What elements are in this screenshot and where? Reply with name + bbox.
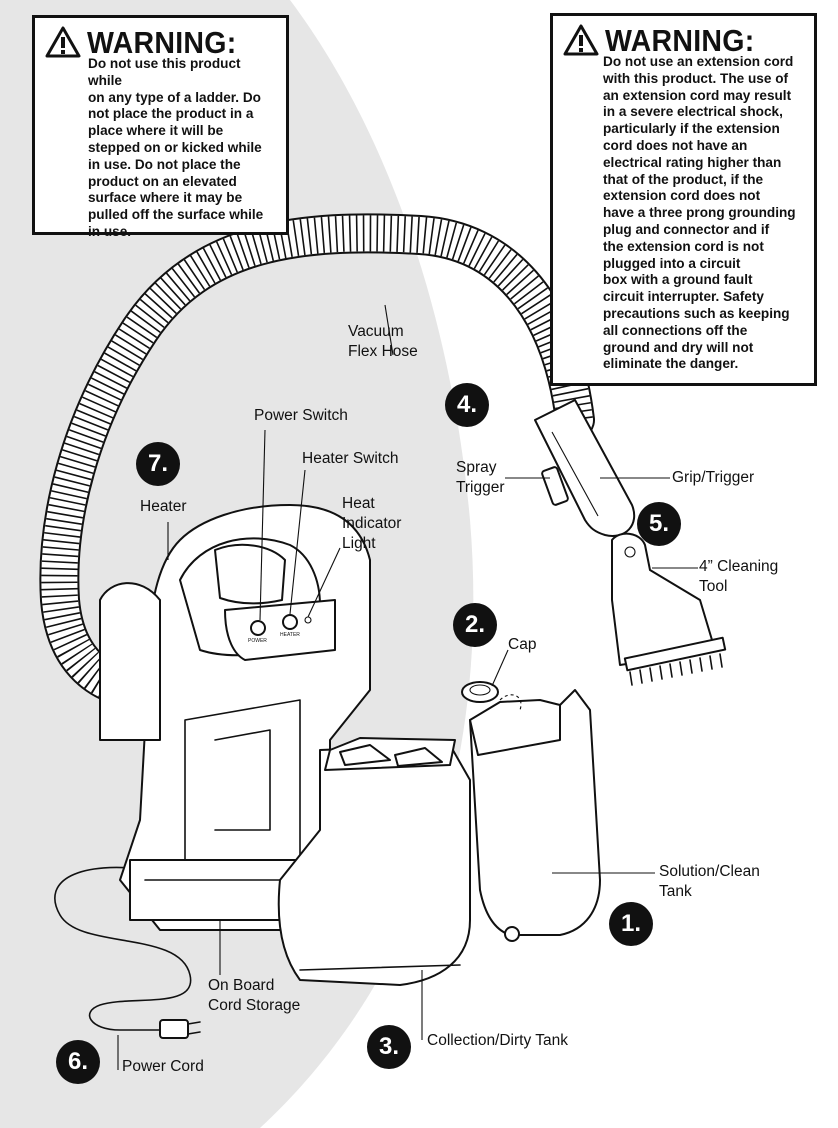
solution-clean-tank xyxy=(461,681,601,942)
vacuum-flex-hose xyxy=(39,213,595,710)
label-solution-clean-tank: Solution/Clean Tank xyxy=(659,863,760,900)
warning-triangle-icon xyxy=(563,24,599,56)
warning-box-ladder: WARNING: Do not use this product while o… xyxy=(32,15,289,239)
warning-triangle-icon xyxy=(45,26,81,58)
label-grip-trigger: Grip/Trigger xyxy=(672,469,755,486)
callout-number-4: 4. xyxy=(445,383,489,427)
label-collection-dirty-tank: Collection/Dirty Tank xyxy=(427,1032,568,1049)
panel-heater-text: HEATER xyxy=(280,632,300,638)
label-heater-switch: Heater Switch xyxy=(302,450,399,467)
label-vacuum-flex-hose: Vacuum Flex Hose xyxy=(348,323,418,360)
leader-lines xyxy=(117,304,698,1070)
callout-number-7: 7. xyxy=(136,442,180,486)
warning-text: Do not use an extension cord with this p… xyxy=(603,54,796,372)
label-heat-indicator-light: Heat Indicator Light xyxy=(342,495,402,552)
callout-number-1: 1. xyxy=(609,902,653,946)
warning-box-extension-cord: WARNING: Do not use an extension cord wi… xyxy=(550,13,817,386)
label-power-cord: Power Cord xyxy=(122,1058,204,1075)
callout-number-2: 2. xyxy=(453,603,497,647)
warning-title: WARNING: xyxy=(605,22,755,58)
panel-power-text: POWER xyxy=(248,638,267,644)
cleaning-tool xyxy=(611,532,727,686)
power-cord xyxy=(54,866,201,1039)
callout-number-5: 5. xyxy=(637,502,681,546)
callout-number-6: 6. xyxy=(56,1040,100,1084)
collection-dirty-tank xyxy=(277,737,471,986)
label-cap: Cap xyxy=(508,636,537,653)
warning-header: WARNING: xyxy=(45,26,278,58)
main-unit xyxy=(99,504,371,931)
warning-title: WARNING: xyxy=(87,24,237,60)
label-cleaning-tool: 4” Cleaning Tool xyxy=(699,558,779,595)
grip-trigger xyxy=(534,399,635,537)
label-power-switch: Power Switch xyxy=(254,407,348,424)
label-on-board-cord-storage: On Board Cord Storage xyxy=(208,977,301,1014)
warning-text: Do not use this product while on any typ… xyxy=(88,56,264,239)
label-heater: Heater xyxy=(140,498,187,515)
label-spray-trigger: Spray Trigger xyxy=(456,459,505,496)
callout-number-3: 3. xyxy=(367,1025,411,1069)
warning-header: WARNING: xyxy=(563,24,806,56)
